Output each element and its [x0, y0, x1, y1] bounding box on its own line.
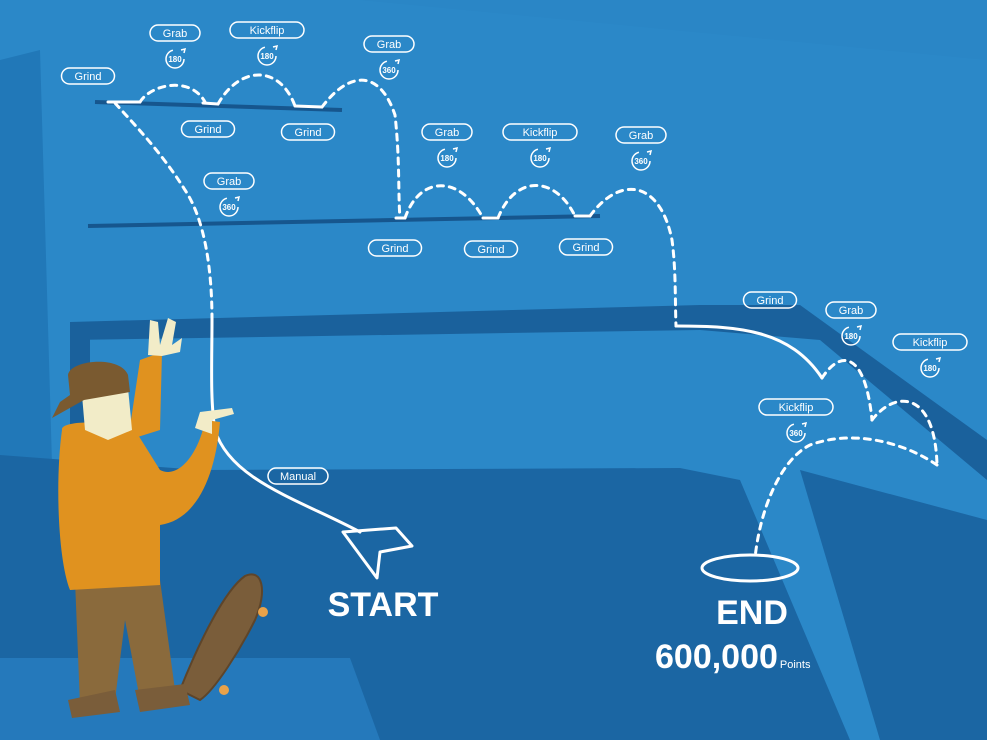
trick-path — [106, 73, 939, 560]
trick-label: Grind — [75, 71, 102, 83]
rotation-arrow-icon — [935, 356, 942, 363]
trick-label: Grind — [295, 127, 322, 139]
trick-item: Grind — [180, 120, 236, 138]
rotation-arrow-icon — [234, 195, 241, 202]
trick-label: Grab — [839, 305, 863, 317]
trick-pill — [60, 67, 116, 85]
trick-pill — [558, 238, 614, 256]
trick-item: Grab 180 — [149, 24, 201, 69]
skater-character — [52, 318, 268, 718]
trick-pill — [825, 301, 877, 319]
trick-pill — [363, 35, 415, 53]
trick-label: Grab — [163, 28, 187, 40]
rotation-icon — [165, 49, 185, 69]
trick-pill — [267, 467, 329, 485]
trick-pill — [892, 333, 968, 351]
spin-label: 180 — [533, 154, 547, 163]
skateboard-icon — [178, 573, 268, 702]
trick-item: Grab 360 — [203, 172, 255, 217]
trick-pill — [203, 172, 255, 190]
rotation-icon — [219, 197, 239, 217]
trick-label: Kickflip — [523, 127, 558, 139]
rotation-icon — [379, 60, 399, 80]
spin-label: 180 — [923, 364, 937, 373]
rotation-icon — [841, 326, 861, 346]
trick-item: Grind — [367, 239, 423, 257]
spin-label: 360 — [382, 66, 396, 75]
rotation-arrow-icon — [646, 149, 653, 156]
trick-item: Grind — [280, 123, 336, 141]
trick-label: Kickflip — [779, 402, 814, 414]
trick-item: Kickflip 180 — [229, 21, 305, 66]
trick-pill — [229, 21, 305, 39]
trick-item: Grind — [742, 291, 798, 309]
trick-pill — [502, 123, 578, 141]
trick-item: Grind — [60, 67, 116, 85]
trick-item: Kickflip 180 — [502, 123, 578, 168]
start-arrow-icon — [341, 526, 414, 580]
spin-label: 360 — [222, 203, 236, 212]
trick-pill — [742, 291, 798, 309]
spin-label: 180 — [260, 52, 274, 61]
start-label: START — [328, 586, 439, 624]
spin-label: 360 — [634, 157, 648, 166]
rotation-arrow-icon — [801, 421, 808, 428]
trick-item: Kickflip 360 — [758, 398, 834, 443]
spin-label: 180 — [844, 332, 858, 341]
trick-item: Grind — [558, 238, 614, 256]
trick-label: Grab — [217, 176, 241, 188]
trick-item: Manual — [267, 467, 329, 485]
trick-pill — [149, 24, 201, 42]
trick-item: Grab 180 — [421, 123, 473, 168]
end-label: END — [716, 594, 788, 632]
trick-pill — [463, 240, 519, 258]
trick-item: Grab 180 — [825, 301, 877, 346]
trick-pill — [367, 239, 423, 257]
score-unit: Points — [780, 659, 811, 671]
rotation-arrow-icon — [452, 146, 459, 153]
trick-label: Kickflip — [913, 337, 948, 349]
trick-item: Kickflip 180 — [892, 333, 968, 378]
trick-pill — [280, 123, 336, 141]
spin-label: 180 — [168, 55, 182, 64]
trick-label: Grab — [435, 127, 459, 139]
trick-pill — [421, 123, 473, 141]
trick-label: Kickflip — [250, 25, 285, 37]
trick-label: Grind — [382, 243, 409, 255]
trick-pill — [180, 120, 236, 138]
end-target-icon — [700, 553, 800, 583]
trick-label: Manual — [280, 471, 316, 483]
trick-label: Grind — [573, 242, 600, 254]
score-value: 600,000 — [655, 638, 778, 676]
trick-label: Grind — [478, 244, 505, 256]
rotation-arrow-icon — [272, 44, 279, 51]
rotation-arrow-icon — [180, 47, 187, 54]
trick-pill — [615, 126, 667, 144]
spin-label: 180 — [440, 154, 454, 163]
rotation-icon — [920, 358, 940, 378]
trick-label: Grab — [629, 130, 653, 142]
trick-label: Grab — [377, 39, 401, 51]
rotation-arrow-icon — [394, 58, 401, 65]
rotation-arrow-icon — [856, 324, 863, 331]
spin-label: 360 — [789, 429, 803, 438]
trick-item: Grab 360 — [615, 126, 667, 171]
rotation-icon — [631, 151, 651, 171]
rotation-icon — [437, 148, 457, 168]
trick-item: Grind — [463, 240, 519, 258]
rotation-icon — [786, 423, 806, 443]
rotation-arrow-icon — [545, 146, 552, 153]
trick-item: Grab 360 — [363, 35, 415, 80]
trick-label: Grind — [195, 124, 222, 136]
rotation-icon — [530, 148, 550, 168]
rotation-icon — [257, 46, 277, 66]
trick-pill — [758, 398, 834, 416]
trick-label: Grind — [757, 295, 784, 307]
